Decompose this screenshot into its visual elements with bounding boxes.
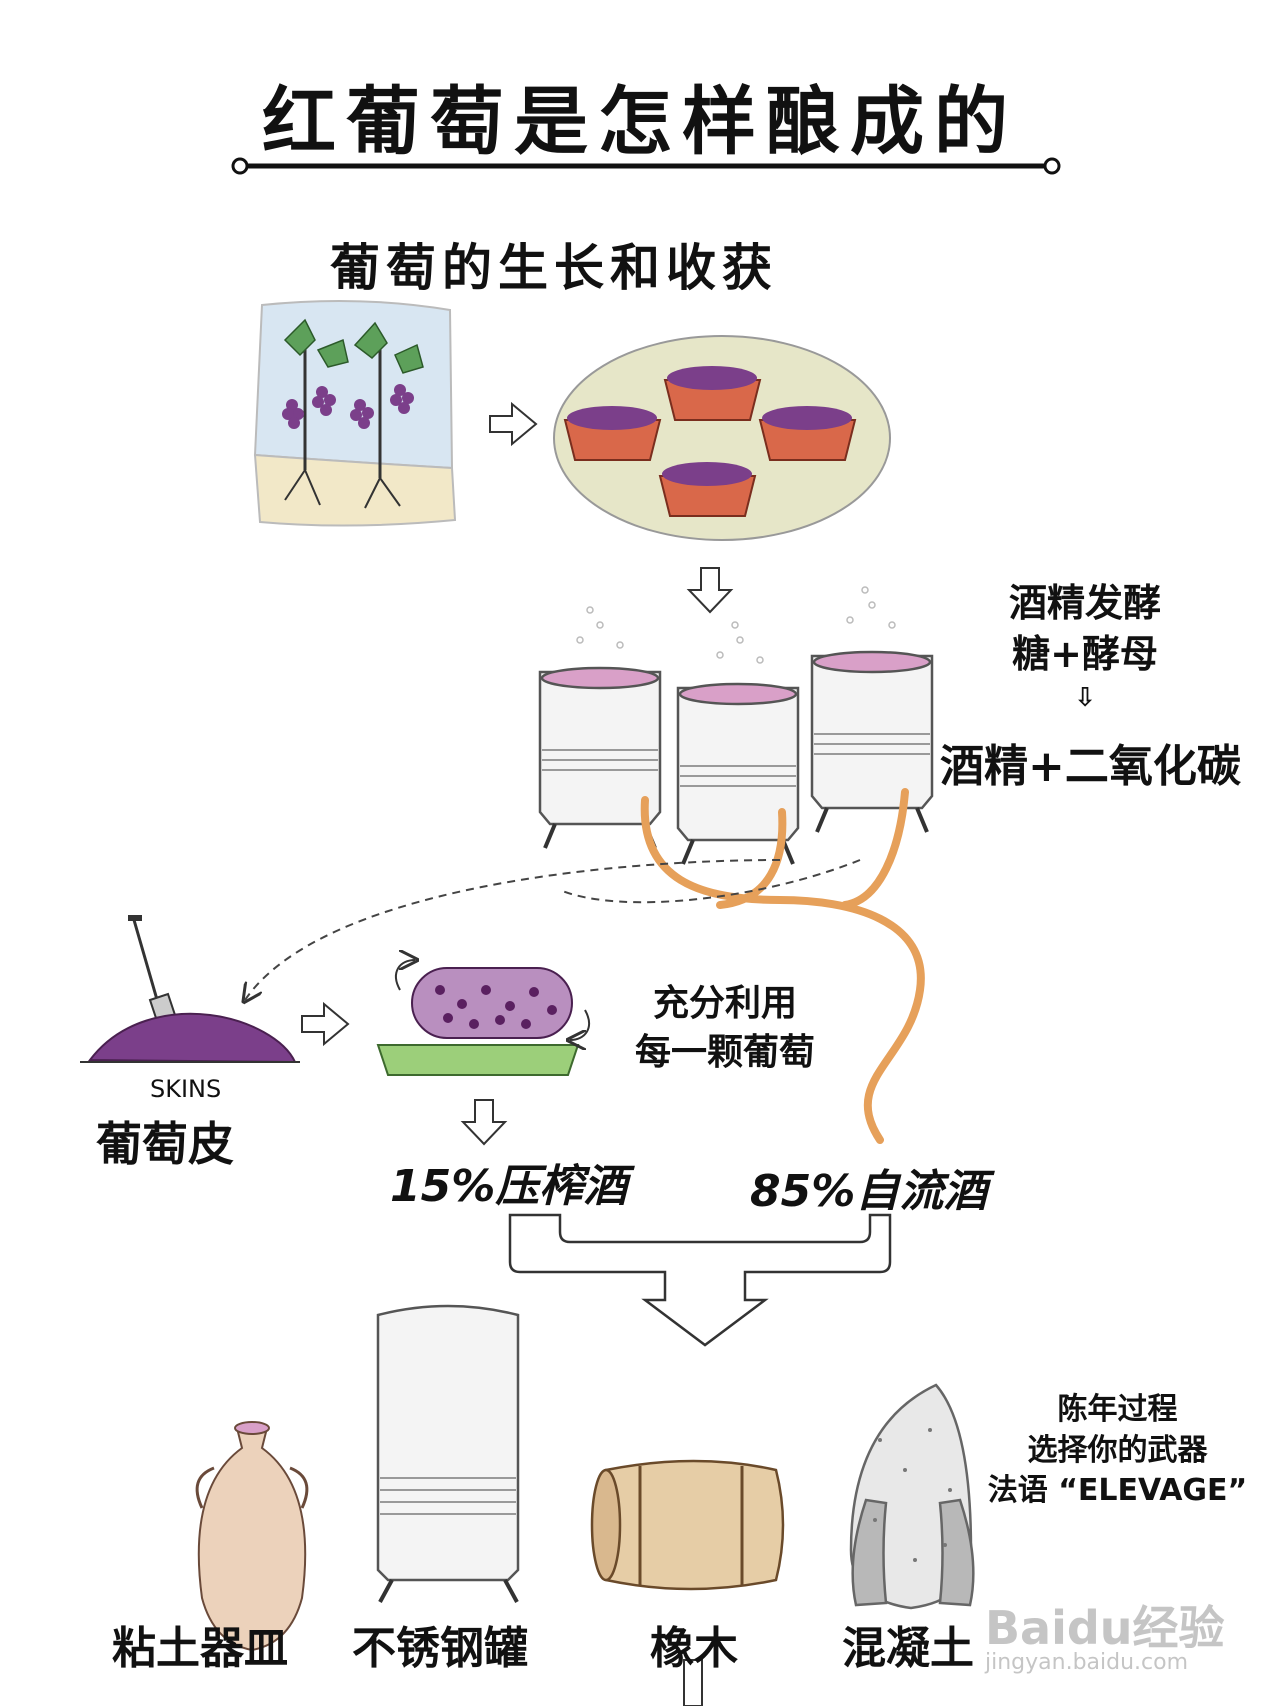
section-title: 葡萄的生长和收获 [330, 239, 778, 297]
harvest-baskets-illustration [553, 335, 891, 541]
vessel-label-concrete: 混凝土 [842, 1623, 974, 1674]
clay-amphora-illustration [195, 1421, 309, 1652]
aging-note-line-1: 陈年过程 [1057, 1392, 1178, 1427]
skins-pile-illustration [80, 915, 300, 1064]
aging-note: 陈年过程 选择你的武器 法语 “ELEVAGE” [965, 1390, 1270, 1512]
press-note-line-2: 每一颗葡萄 [634, 1031, 815, 1073]
merge-funnel-arrow [508, 1213, 892, 1347]
wine-press-illustration [376, 960, 590, 1076]
press-note-line-1: 充分利用 [652, 983, 797, 1024]
fermentation-note: 酒精发酵 糖+酵母 ⇩ [985, 578, 1185, 716]
fermentation-result: 酒精+二氧化碳 [940, 741, 1241, 792]
oak-barrel-illustration [590, 1459, 785, 1591]
aging-note-line-3: 法语 “ELEVAGE” [987, 1473, 1248, 1508]
skins-label-zh: 葡萄皮 [96, 1117, 234, 1171]
page-title: 红葡萄是怎样酿成的 [262, 79, 1018, 165]
skins-dashed-line-2 [559, 859, 861, 904]
press-note: 充分利用 每一颗葡萄 [615, 980, 835, 1077]
concrete-egg-illustration [849, 1383, 975, 1610]
vessel-label-oak: 橡木 [650, 1623, 738, 1674]
arrow-down-2 [460, 1099, 508, 1146]
watermark-url: jingyan.baidu.com [985, 1650, 1189, 1675]
watermark-brand: Baidu经验 [985, 1601, 1225, 1655]
skins-label-en: SKINS [150, 1075, 222, 1103]
vessel-label-steel: 不锈钢罐 [352, 1623, 528, 1674]
arrow-right-2 [301, 1001, 350, 1047]
aging-note-line-2: 选择你的武器 [1027, 1432, 1208, 1468]
arrow-down-bottom [683, 1659, 703, 1706]
fermentation-line-2: 糖+酵母 [1012, 632, 1158, 677]
vessel-label-clay: 粘土器皿 [112, 1623, 288, 1674]
press-wine-label: 15%压榨酒 [390, 1161, 628, 1212]
title-underline [231, 157, 1061, 175]
arrow-down-1 [686, 567, 734, 614]
free-run-hose [640, 788, 925, 1144]
fermentation-line-1: 酒精发酵 [1008, 581, 1161, 625]
free-run-wine-label: 85%自流酒 [750, 1166, 988, 1217]
arrow-right-1 [489, 401, 538, 447]
fermentation-tanks-illustration [538, 586, 934, 865]
vineyard-illustration [253, 300, 457, 527]
skins-dashed-arrow [245, 859, 781, 1000]
stainless-tank-illustration [376, 1304, 520, 1603]
fermentation-arrow: ⇩ [1074, 682, 1096, 713]
